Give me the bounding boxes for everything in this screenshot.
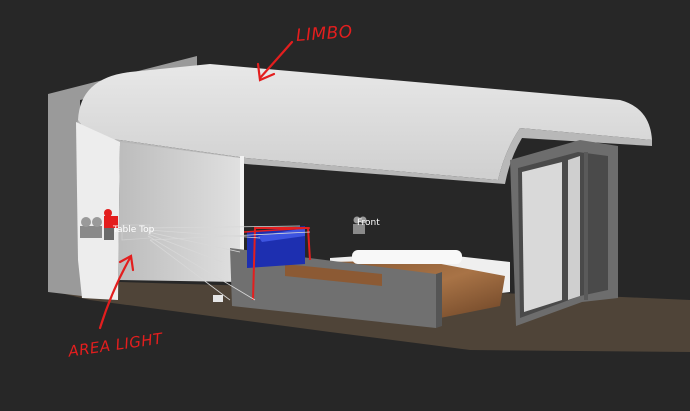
- camera-label-table-top[interactable]: Table Top: [113, 225, 155, 235]
- camera-icon[interactable]: [80, 209, 118, 240]
- door-glass-left: [522, 162, 562, 312]
- headboard: [230, 248, 436, 328]
- area-light-rays: [147, 225, 311, 301]
- blue-box-side: [258, 228, 305, 242]
- annotation-limbo: LIMBO: [295, 22, 354, 46]
- limbo-cyclorama: [78, 64, 652, 180]
- area-light-rect: [121, 224, 151, 241]
- left-inner-wall: [76, 122, 120, 300]
- limbo-post: [240, 156, 244, 286]
- camera-icon[interactable]: [353, 216, 367, 235]
- bed-pillow: [352, 250, 462, 264]
- red-frame-top: [243, 227, 311, 233]
- arrow-icon: [98, 254, 135, 330]
- limbo-back-wall: [118, 142, 240, 282]
- arrow-icon: [256, 40, 294, 82]
- headboard-plank: [285, 264, 382, 286]
- door-post: [584, 152, 588, 300]
- door-glass-right: [568, 156, 580, 300]
- camera-label-front[interactable]: Front: [357, 218, 380, 228]
- red-frame: [252, 227, 311, 301]
- limbo-curve: [76, 120, 652, 184]
- power-outlet: [213, 295, 223, 302]
- headboard-edge: [436, 272, 442, 328]
